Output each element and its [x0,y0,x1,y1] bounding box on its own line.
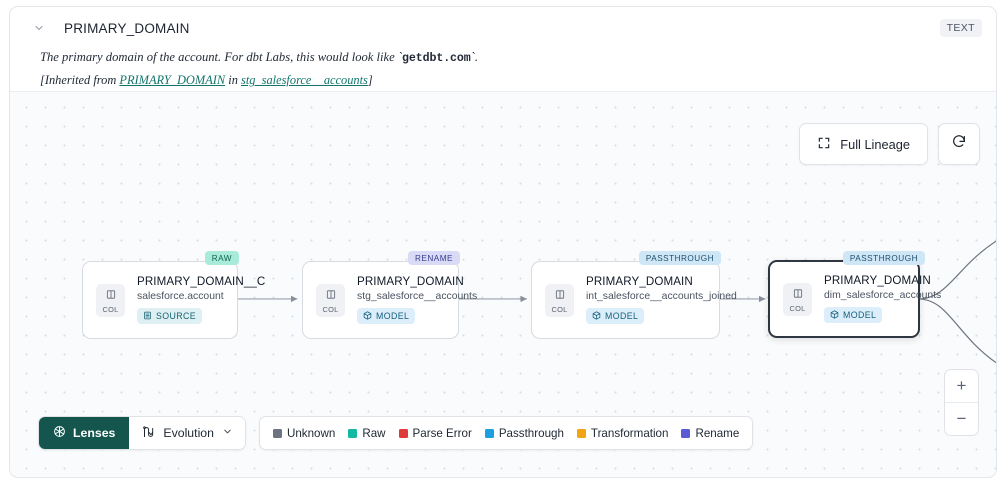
node-source: int_salesforce__accounts_joined [586,291,737,303]
lineage-node-selected[interactable]: PASSTHROUGH COL PRIMARY_DOMAIN dim_sales… [768,251,941,338]
cube-icon [592,311,601,322]
canvas-bottom-bar: Lenses Evolution Unknown Raw [38,416,754,450]
node-body: PRIMARY_DOMAIN stg_salesforce__accounts … [345,275,477,325]
node-kind-badge: MODEL [586,308,645,325]
cube-icon [830,310,839,321]
node-body: PRIMARY_DOMAIN__C salesforce.account SOU… [125,275,265,325]
column-chip: COL [545,283,574,317]
node-name: PRIMARY_DOMAIN__C [137,275,266,289]
inherited-prefix: [Inherited from [40,73,120,88]
node-source: dim_salesforce_accounts [824,290,942,302]
node-kind-badge: MODEL [357,308,416,325]
legend-label: Parse Error [412,426,472,440]
zoom-out-button[interactable]: − [956,409,967,428]
lineage-canvas[interactable]: Full Lineage [10,91,996,477]
inherited-suffix: ] [367,73,373,88]
evolution-dropdown[interactable]: Evolution [129,417,245,449]
legend-label: Unknown [286,426,336,440]
inherited-model-link[interactable]: stg_salesforce__accounts [241,73,368,88]
inherited-from-line: [Inherited from PRIMARY_DOMAIN in stg_sa… [10,66,996,88]
lineage-node[interactable]: PASSTHROUGH COL PRIMARY_DOMAIN int_sales… [531,251,737,339]
zoom-in-button[interactable]: + [956,376,967,395]
column-icon [554,287,566,305]
full-lineage-button[interactable]: Full Lineage [799,123,928,165]
node-name: PRIMARY_DOMAIN [824,274,931,288]
legend-swatch [398,428,408,438]
inherited-column-link[interactable]: PRIMARY_DOMAIN [119,73,226,88]
lenses-label: Lenses [73,426,116,440]
inherited-mid: in [225,73,241,88]
column-description: The primary domain of the account. For d… [10,44,996,66]
legend-swatch [484,428,494,438]
node-body: PRIMARY_DOMAIN int_salesforce__accounts_… [574,275,737,325]
description-code: getdbt.com [402,52,471,65]
legend-swatch [576,428,586,438]
node-source: stg_salesforce__accounts [357,291,478,303]
legend-label: Transformation [590,426,669,440]
lineage-node[interactable]: RAW COL PRIMARY_DOMAIN__C salesforce.acc… [82,251,265,339]
column-icon [325,287,337,305]
lineage-legend: Unknown Raw Parse Error Passthrough Tran… [258,416,754,450]
legend-swatch [272,428,282,438]
node-source: salesforce.account [137,291,224,303]
lenses-evolution-group: Lenses Evolution [38,416,246,450]
legend-label: Rename [695,426,740,440]
legend-item: Transformation [576,426,669,440]
legend-label: Passthrough [498,426,564,440]
column-chip-label: COL [789,303,806,313]
column-detail-panel: PRIMARY_DOMAIN TEXT The primary domain o… [9,6,997,478]
node-kind-label: MODEL [843,310,877,321]
legend-item: Passthrough [484,426,564,440]
chevron-down-icon[interactable] [32,21,46,35]
zoom-divider [945,402,978,403]
legend-item: Rename [681,427,739,440]
node-name: PRIMARY_DOMAIN [586,275,693,289]
canvas-toolbar: Full Lineage [799,123,980,165]
full-lineage-label: Full Lineage [840,136,910,152]
legend-label: Raw [362,426,386,440]
description-text-pre: The primary domain of the account. For d… [40,50,403,64]
page-title: PRIMARY_DOMAIN [64,20,190,36]
description-text-post: `. [470,50,478,64]
legend-item: Unknown [272,426,336,440]
node-type-tag: PASSTHROUGH [638,251,721,265]
column-type-badge: TEXT [939,19,982,37]
node-kind-label: MODEL [376,311,410,322]
evolution-icon [141,425,155,442]
zoom-controls: + − [944,369,979,436]
node-kind-badge: SOURCE [137,308,203,325]
database-icon [143,311,152,322]
legend-item: Parse Error [398,426,472,440]
chevron-down-icon [222,426,233,440]
lenses-button[interactable]: Lenses [39,417,130,449]
column-chip-label: COL [551,304,568,314]
column-chip: COL [316,283,345,317]
node-type-tag: PASSTHROUGH [842,251,925,265]
legend-swatch [348,428,358,438]
node-type-tag: RENAME [407,251,460,265]
header-row: PRIMARY_DOMAIN TEXT [10,7,996,44]
node-body: PRIMARY_DOMAIN dim_salesforce_accounts M… [812,274,941,324]
refresh-icon [951,134,967,155]
panel-header: PRIMARY_DOMAIN TEXT The primary domain o… [10,7,996,91]
legend-swatch [681,428,691,438]
expand-corners-icon [817,136,831,153]
column-chip-label: COL [322,304,339,314]
column-icon [105,287,117,305]
evolution-label: Evolution [163,426,214,440]
node-kind-badge: MODEL [824,307,883,324]
lineage-node[interactable]: RENAME COL PRIMARY_DOMAIN stg_salesforce… [302,251,477,339]
aperture-icon [53,425,66,441]
node-kind-label: SOURCE [156,311,197,322]
column-chip: COL [783,282,812,316]
column-chip-label: COL [102,304,119,314]
column-icon [792,286,804,304]
column-chip: COL [96,283,125,317]
node-kind-label: MODEL [605,311,639,322]
cube-icon [363,311,372,322]
refresh-button[interactable] [938,123,980,165]
node-type-tag: RAW [204,251,239,265]
node-name: PRIMARY_DOMAIN [357,275,464,289]
legend-item: Raw [348,426,386,440]
